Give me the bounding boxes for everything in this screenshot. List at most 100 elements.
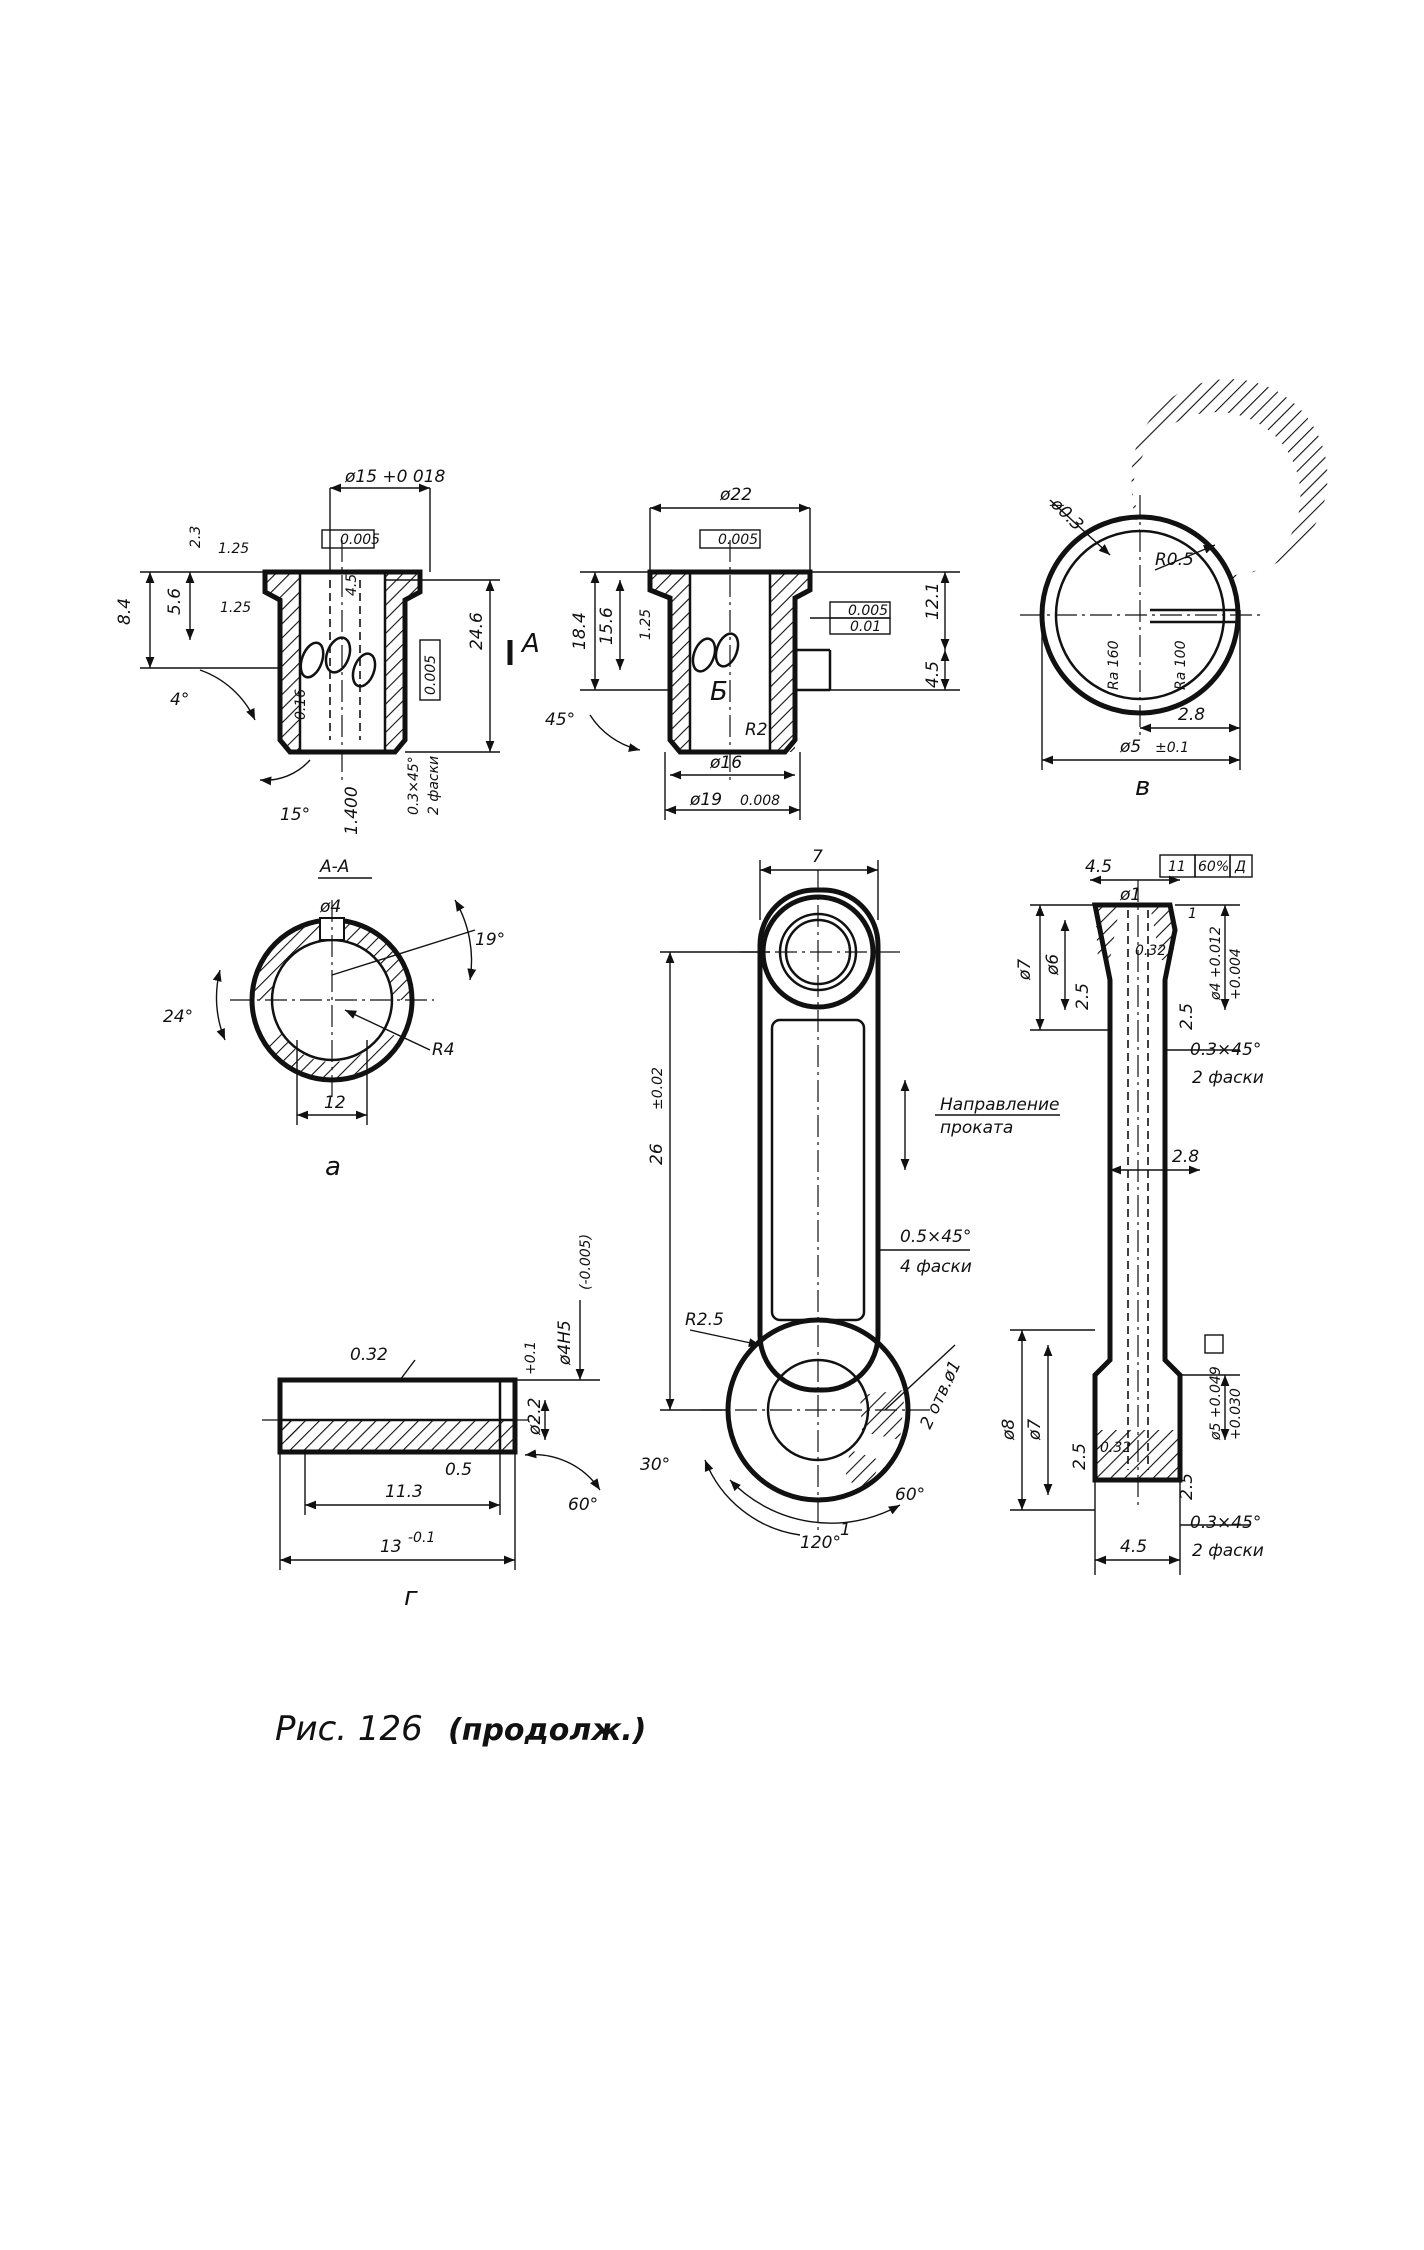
dim-5-6: 5.6 [165,588,185,615]
dim-side-45a: 4.5 [1085,857,1112,877]
roughness-1: Ra 160 [1106,640,1122,690]
dim-side-cham1: 0.3×45° [1190,1040,1261,1060]
dim-side-032a: 0.32 [1135,943,1166,959]
view-b-bushing: ø22 18.4 15.6 1.25 12.1 4.5 45° Б R2 ø16… [545,485,960,820]
section-a-a: А-А ø4 19° 24° R4 12 а [163,857,505,1182]
dim-section-24: 24° [163,1007,193,1027]
dim-side-cham2n: 2 фаски [1192,1541,1264,1561]
dim-18-4: 18.4 [570,612,590,650]
label-g: г [404,1582,418,1612]
tol-flat-a: 0.005 [340,532,380,548]
tol-box-1: 11 [1168,859,1186,875]
dim-8-4: 8.4 [115,598,135,625]
dim-side-d4tol: ø4 +0.012 [1208,926,1224,1001]
dim-rod-chamfer: 0.5×45° [900,1227,971,1247]
dim-chamfer-note: 2 фаски [426,756,442,815]
dim-angle-45: 45° [545,710,575,730]
dim-chamfer: 0.3×45° [406,756,422,815]
view-rod-side: 4.5 11 60% Д ø1 ø7 ø6 2.5 0.32 1 ø4 +0.0… [999,854,1264,1575]
dim-rod-120: 120° [800,1533,841,1553]
dim-g-60: 60° [568,1495,598,1515]
dim-side-cham1n: 2 фаски [1192,1068,1264,1088]
dim-side-d8: ø8 [999,1419,1019,1441]
dim-4-5: 4.5 [344,574,360,596]
dim-side-d7b: ø7 [1025,1419,1045,1441]
dim-side-25a: 2.5 [1073,983,1093,1010]
dim-d19: ø19 [689,790,722,810]
dim-rod-7: 7 [812,847,823,867]
dim-side-25b: 2.5 [1177,1003,1197,1030]
dim-rod-1: 1 [840,1520,851,1540]
tol-box-3: Д [1234,859,1246,875]
dim-d19-tol: 0.008 [740,793,780,809]
dim-g-113: 11.3 [385,1482,423,1502]
dim-g-d4h5-tol: (-0.005) [578,1234,594,1290]
dim-12-1: 12.1 [923,582,943,620]
dim-1-25-b: 1.25 [638,609,654,640]
view-rod: 7 26 ±0.02 R2.5 30° 120° 60° 1 2 отв.ø1 … [640,847,1060,1553]
rod-note-2: проката [940,1118,1013,1138]
dim-g-13-tol: -0.1 [408,1530,435,1546]
dim-2-3: 2.3 [188,526,204,548]
section-mark-a: А [520,629,540,659]
view-g-washer: 0.32 ø4H5 (-0.005) +0.1 ø2.2 0.5 11.3 13… [262,1234,601,1612]
dim-1-25-top: 1.25 [218,541,249,557]
dim-rod-30: 30° [640,1455,670,1475]
dim-d16: ø16 [709,753,742,773]
dim-side-25d: 2.5 [1177,1473,1197,1500]
dim-d22: ø22 [719,485,752,505]
dim-side-1b: 1 [1188,906,1197,922]
rod-note-1: Направление [940,1095,1060,1115]
dim-15-6: 15.6 [597,607,617,645]
dim-g-d22: ø2.2 [525,1398,545,1436]
dim-g-d4h5: ø4H5 [555,1320,575,1366]
dim-r2: R2 [745,720,768,740]
dim-1-25-mid: 1.25 [220,600,251,616]
dim-d5-tol: ±0.1 [1155,740,1189,756]
dim-section-r4: R4 [432,1040,455,1060]
dim-g-05: 0.5 [445,1460,472,1480]
dim-rod-60: 60° [895,1485,925,1505]
dim-angle-15: 15° [280,805,310,825]
roughness-2: Ra 100 [1173,640,1189,690]
dim-rod-holes: 2 отв.ø1 [916,1357,965,1432]
dim-rod-r25: R2.5 [685,1310,724,1330]
dim-g-032: 0.32 [350,1345,388,1365]
dim-2-8-v: 2.8 [1178,705,1205,725]
tol-box-2: 60% [1198,859,1229,875]
dim-side-d1: ø1 [1119,885,1141,905]
view-a-bushing: ø15 +0 018 8.4 5.6 2.3 1.25 1.25 4.5 24.… [115,467,540,835]
dim-d5: ø5 [1119,737,1141,757]
dim-24-6: 24.6 [467,612,487,650]
view-v-ring: ø0.3 R0.5 Ra 160 Ra 100 2.8 ø5 ±0.1 в [1020,379,1328,802]
dim-rod-26: 26 [647,1143,667,1165]
dim-side-032b: 0.32 [1100,1440,1131,1456]
dim-side-28: 2.8 [1172,1147,1199,1167]
dim-rod-chamfer-note: 4 фаски [900,1257,972,1277]
tol-runout-b: 0.005 [718,532,758,548]
dim-side-d7a: ø7 [1015,959,1035,981]
dim-section-19: 19° [475,930,505,950]
tol-runout-a: 0.005 [423,655,439,695]
dim-side-45b: 4.5 [1120,1537,1147,1557]
dim-section-12: 12 [324,1093,346,1113]
dim-section-d4: ø4 [319,897,341,917]
dim-side-25c: 2.5 [1070,1443,1090,1470]
dim-g-13: 13 [380,1537,402,1557]
dim-side-d5tol2: +0.030 [1228,1388,1244,1440]
dim-side-d5tol: ø5 +0.049 [1208,1366,1224,1441]
dim-roughness: 1.400 [342,786,362,835]
dim-angle-4: 4° [170,690,189,710]
caption-prefix: Рис. 126 [275,1709,423,1749]
label-v: в [1135,772,1150,802]
dim-r05: R0.5 [1155,550,1194,570]
dim-4-5-b: 4.5 [923,661,943,688]
tol-parallel-b: 0.01 [850,619,881,635]
label-b: Б [710,677,728,707]
label-a: а [325,1152,341,1182]
dim-r016: 0.16 [293,689,309,720]
dim-side-d4tol2: +0.004 [1228,948,1244,1000]
dim-g-tol01: +0.1 [523,1341,539,1375]
figure-caption: Рис. 126 (продолж.) [275,1709,646,1749]
